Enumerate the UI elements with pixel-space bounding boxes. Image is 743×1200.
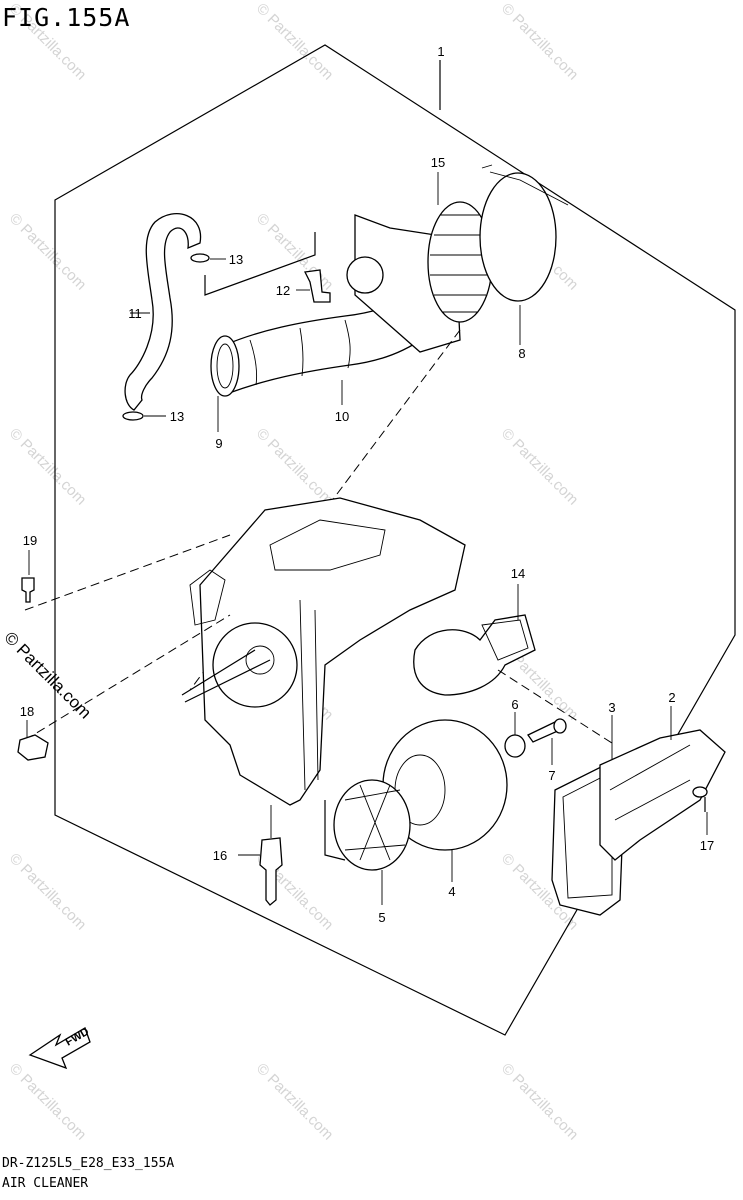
air-box-top-port: [269, 519, 386, 571]
callout-18: 18: [19, 704, 35, 719]
fwd-arrow: [28, 1027, 91, 1070]
callout-15: 15: [430, 155, 446, 170]
bolt-17-head: [692, 786, 708, 798]
frame-5-struts: [344, 784, 406, 861]
callout-5: 5: [378, 910, 386, 925]
clamp-9: [210, 335, 240, 397]
screen-mesh: [430, 214, 490, 313]
drain-plug-16: [259, 837, 283, 906]
ring-8-clip: [481, 164, 569, 206]
dash-line-19: [24, 534, 231, 611]
callout-8: 8: [518, 346, 526, 361]
callout-12: 12: [275, 283, 291, 298]
bolt-19: [21, 577, 35, 603]
callout-9: 9: [215, 436, 223, 451]
dash-line-18: [24, 614, 231, 741]
duct-14: [413, 614, 536, 696]
pointer-line-b: [184, 659, 271, 703]
figure-title: FIG.155A: [2, 3, 131, 32]
callout-3: 3: [608, 700, 616, 715]
callout-13-lower: 13: [169, 409, 185, 424]
fwd-label: FWD: [64, 1026, 92, 1049]
callout-13-upper: 13: [228, 252, 244, 267]
air-box-tab: [189, 569, 226, 626]
callout-17: 17: [699, 838, 715, 853]
inlet-port: [346, 256, 384, 294]
screw-7-head: [553, 718, 567, 734]
clamp-9-inner: [216, 343, 234, 389]
callout-10: 10: [334, 409, 350, 424]
ring-8: [479, 172, 557, 302]
callout-7: 7: [548, 768, 556, 783]
callout-16: 16: [212, 848, 228, 863]
air-box-edge: [299, 599, 319, 791]
air-box: [199, 497, 466, 806]
hose-11: [124, 213, 202, 411]
gasket-3-inner: [562, 771, 613, 899]
pointer-line-a: [181, 649, 256, 696]
callout-19: 19: [22, 533, 38, 548]
section-name: AIR CLEANER: [2, 1176, 89, 1191]
cover-2-ribs: [609, 744, 691, 821]
model-code: DR-Z125L5_E28_E33_155A: [2, 1156, 175, 1171]
frame-5: [333, 779, 411, 871]
callout-2: 2: [668, 690, 676, 705]
air-box-boss: [245, 645, 275, 675]
air-box-opening: [212, 622, 298, 708]
assembly-frame: [54, 44, 736, 1036]
callout-6: 6: [511, 697, 519, 712]
bracket-5: [324, 800, 346, 861]
dash-line-2: [497, 669, 616, 746]
callout-14: 14: [510, 566, 526, 581]
duct-10-ribs: [249, 319, 351, 386]
callout-4: 4: [448, 884, 456, 899]
bracket-12: [204, 232, 316, 296]
duct-14-flange: [481, 619, 529, 661]
callout-1: 1: [437, 44, 445, 59]
callout-11: 11: [128, 306, 142, 321]
clip-18: [17, 734, 49, 761]
fitting-12: [304, 269, 331, 303]
clamp-13-upper: [190, 253, 210, 263]
clamp-13-lower: [122, 411, 144, 421]
